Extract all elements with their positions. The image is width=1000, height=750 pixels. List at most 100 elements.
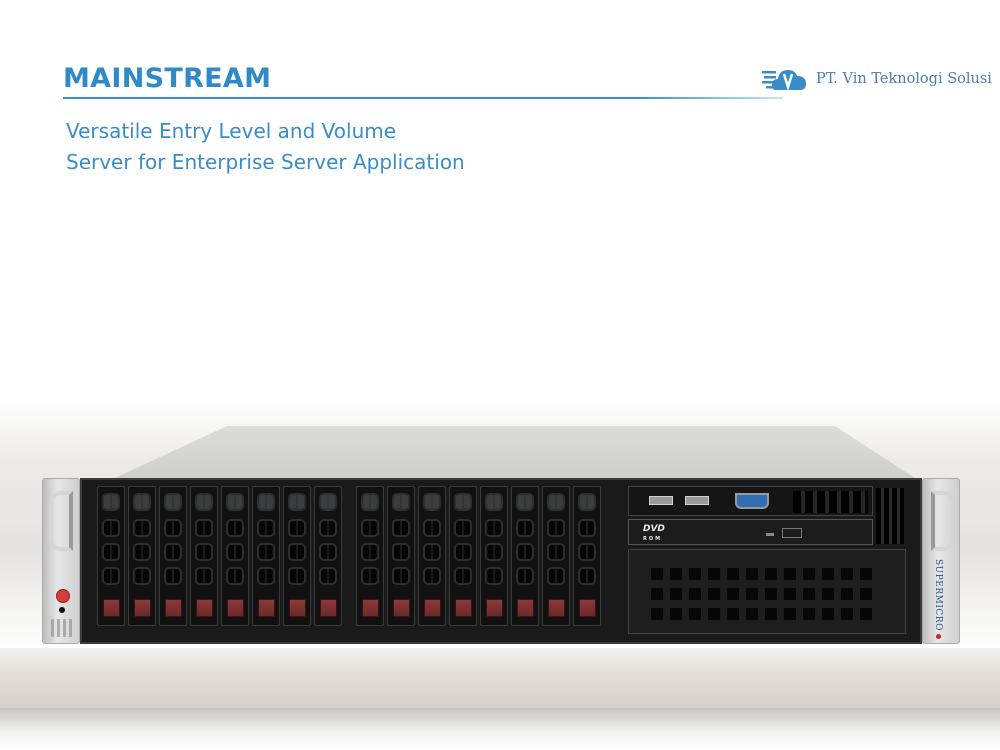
vent-slot-icon [516, 543, 534, 561]
drive-bay [449, 486, 477, 626]
usb-port-icon [685, 496, 709, 505]
drive-bay [128, 486, 156, 626]
front-io-module: DVD ROM [628, 486, 908, 636]
vent-slot-icon [164, 519, 182, 537]
eject-button-icon [782, 528, 802, 538]
drive-bay [356, 486, 384, 626]
vent-slot-icon [454, 519, 472, 537]
drive-bay [480, 486, 508, 626]
vent-slot-icon [226, 493, 244, 511]
display-shelf [0, 648, 1000, 708]
drive-bay [97, 486, 125, 626]
drive-bay [418, 486, 446, 626]
vent-slot-icon [578, 519, 596, 537]
vent-slot-icon [288, 493, 306, 511]
vent-slot-icon [133, 519, 151, 537]
server-top-cover [115, 426, 915, 478]
vent-slot-icon [164, 567, 182, 585]
vent-slot-icon [102, 567, 120, 585]
vent-slot-icon [226, 567, 244, 585]
drive-latch-icon [134, 599, 151, 617]
drive-bay [159, 486, 187, 626]
vent-slot-icon [423, 567, 441, 585]
right-rack-ear: SUPERMICRO [922, 478, 960, 644]
io-bar [628, 486, 873, 516]
usb-port-icon [649, 496, 673, 505]
vent-slot-icon [195, 567, 213, 585]
optical-drive: DVD ROM [628, 519, 873, 545]
vent-slot-icon [319, 493, 337, 511]
vent-slot-icon [226, 519, 244, 537]
shelf-shadow [0, 708, 1000, 750]
drive-latch-icon [289, 599, 306, 617]
vent-slot-icon [361, 543, 379, 561]
vent-slot-icon [133, 567, 151, 585]
vent-slot-icon [361, 519, 379, 537]
vent-grille [793, 491, 868, 513]
subtitle-line-1: Versatile Entry Level and Volume [66, 119, 397, 143]
vent-slot-icon [288, 567, 306, 585]
vent-slot-icon [392, 519, 410, 537]
drive-latch-icon [320, 599, 337, 617]
vent-slot-icon [485, 567, 503, 585]
vent-slot-icon [164, 543, 182, 561]
vent-slot-icon [454, 567, 472, 585]
vent-slot-icon [392, 493, 410, 511]
vent-slot-icon [257, 567, 275, 585]
vent-slot-icon [485, 519, 503, 537]
company-name: PT. Vin Teknologi Solusi [816, 71, 992, 87]
vent-slot-icon [102, 519, 120, 537]
dvd-logo: DVD ROM [643, 524, 665, 542]
drive-latch-icon [486, 599, 503, 617]
subtitle-line-2: Server for Enterprise Server Application [66, 150, 465, 174]
vent-slot-icon [319, 519, 337, 537]
drive-bay [252, 486, 280, 626]
drive-latch-icon [227, 599, 244, 617]
drive-latch-icon [362, 599, 379, 617]
drive-bays [97, 486, 601, 626]
vent-grille [651, 568, 872, 620]
vga-port-icon [735, 493, 769, 509]
vent-slot-icon [133, 543, 151, 561]
vent-slot-icon [226, 543, 244, 561]
vent-slot-icon [516, 567, 534, 585]
drive-bay [190, 486, 218, 626]
vent-slot-icon [578, 493, 596, 511]
drive-latch-icon [579, 599, 596, 617]
vent-slot-icon [257, 543, 275, 561]
drive-latch-icon [393, 599, 410, 617]
vent-slot-icon [257, 519, 275, 537]
title-divider [63, 97, 783, 99]
vent-slot-icon [288, 519, 306, 537]
vent-slot-icon [195, 519, 213, 537]
cloud-v-icon [762, 64, 810, 94]
drive-bay [573, 486, 601, 626]
drive-latch-icon [424, 599, 441, 617]
vented-bay [628, 549, 906, 634]
rack-handle [49, 491, 73, 551]
drive-bay [221, 486, 249, 626]
company-logo: PT. Vin Teknologi Solusi [762, 64, 992, 94]
drive-latch-icon [196, 599, 213, 617]
drive-bay [387, 486, 415, 626]
vent-slot-icon [578, 567, 596, 585]
rack-handle [931, 491, 955, 551]
vent-slot-icon [361, 567, 379, 585]
vent-slot-icon [454, 543, 472, 561]
vent-slot-icon [485, 543, 503, 561]
vent-slot-icon [547, 567, 565, 585]
page-subtitle: Versatile Entry Level and Volume Server … [66, 116, 465, 178]
vent-slot-icon [102, 543, 120, 561]
vent-slot-icon [423, 543, 441, 561]
drive-bay [283, 486, 311, 626]
drive-bay [314, 486, 342, 626]
drive-latch-icon [517, 599, 534, 617]
page-title: MAINSTREAM [63, 63, 272, 94]
vent-grille [876, 488, 904, 544]
left-rack-ear [42, 478, 80, 644]
vent-slot-icon [319, 567, 337, 585]
vent-slot-icon [361, 493, 379, 511]
vent-slot-icon [547, 519, 565, 537]
vent-slot-icon [516, 493, 534, 511]
drive-latch-icon [165, 599, 182, 617]
